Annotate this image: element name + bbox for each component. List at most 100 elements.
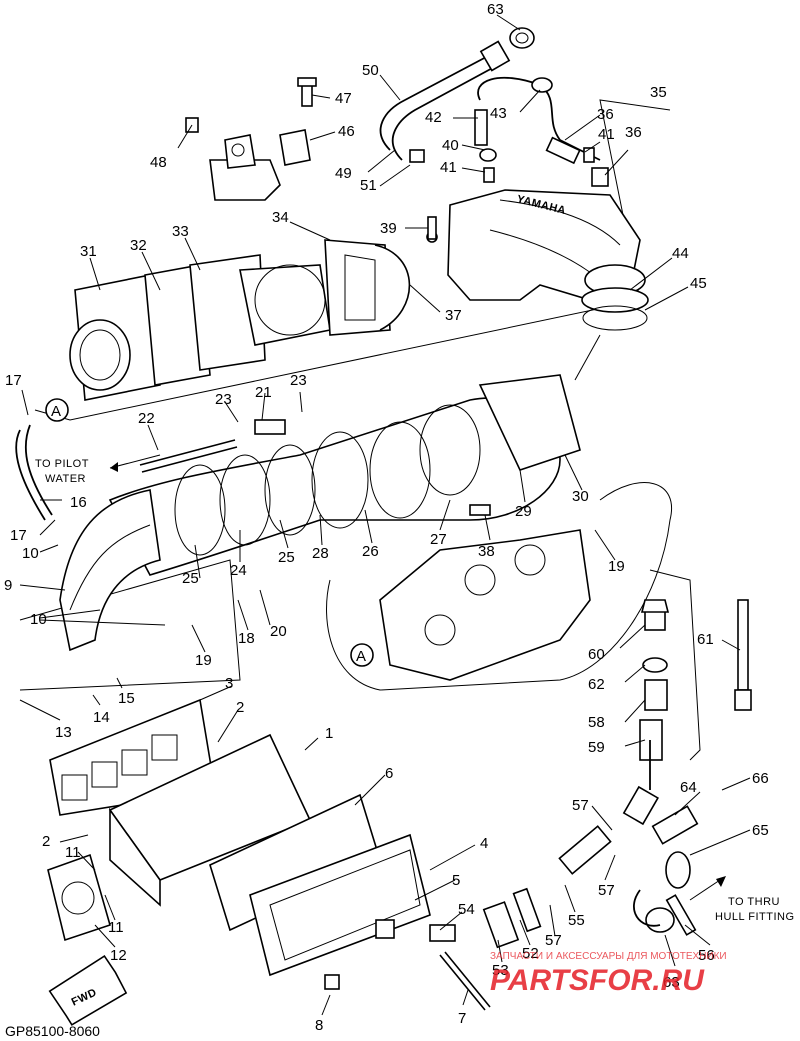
callout-66: 66 [752,770,769,787]
callout-52: 52 [522,945,539,962]
ref-a-upper-label: A [51,403,61,420]
callout-60: 60 [588,646,605,663]
callout-41-right: 41 [598,126,615,143]
callout-31: 31 [80,243,97,260]
upper-assembly [185,27,609,201]
callout-37: 37 [445,307,462,324]
note-to-thru-line1: TO THRU [728,896,780,908]
callout-56: 56 [698,947,715,964]
muffler-pipe [15,374,581,652]
cylinder-head [379,504,591,681]
callout-18: 18 [238,630,255,647]
callout-23-right: 23 [290,372,307,389]
callout-57-upper: 57 [572,797,589,814]
callout-39: 39 [380,220,397,237]
callout-53: 53 [492,962,509,979]
callout-44: 44 [672,245,689,262]
water-lines [324,599,752,1011]
callout-6: 6 [385,765,393,782]
callout-10-upper: 10 [22,545,39,562]
middle-gaskets [69,239,411,401]
callout-15: 15 [118,690,135,707]
callout-25-left: 25 [182,570,199,587]
callout-36-lower: 36 [625,124,642,141]
callout-11-lower: 11 [108,919,124,936]
callout-24: 24 [230,562,247,579]
callout-12: 12 [110,947,127,964]
callout-25-right: 25 [278,549,295,566]
callout-8: 8 [315,1017,323,1034]
callout-16: 16 [70,494,87,511]
callout-62: 62 [588,676,605,693]
callout-28: 28 [312,545,329,562]
callout-17-lower: 17 [10,527,27,544]
callout-21: 21 [255,384,272,401]
callout-58: 58 [588,714,605,731]
callout-48: 48 [150,154,167,171]
callout-47: 47 [335,90,352,107]
callout-19-left: 19 [195,652,212,669]
callout-2-upper: 2 [236,699,244,716]
watermark-tagline: ЗАПЧАСТИ И АКСЕССУАРЫ ДЛЯ МОТОТЕХНИКИ [490,951,727,962]
exhaust-manifold [47,698,431,977]
callout-57-right: 57 [598,882,615,899]
callout-49: 49 [335,165,352,182]
notes: TO PILOT WATER TO THRU HULL FITTING FWD [35,454,795,1026]
callout-45: 45 [690,275,707,292]
callout-19-right: 19 [608,558,625,575]
callout-3: 3 [225,675,233,692]
callout-26: 26 [362,543,379,560]
ref-a-lower [350,643,374,667]
callout-5: 5 [452,872,460,889]
callout-7: 7 [458,1010,466,1027]
callout-33: 33 [172,223,189,240]
ref-a-lower-label: A [356,648,366,665]
exhaust-chamber: YAMAHA [426,189,649,331]
note-to-thru-line2: HULL FITTING [715,911,795,923]
callout-59: 59 [588,739,605,756]
reference-markers: A A [45,398,374,667]
callout-36-upper: 36 [597,106,614,123]
callout-27: 27 [430,531,447,548]
callout-55: 55 [568,912,585,929]
callout-64: 64 [680,779,697,796]
callout-17-upper: 17 [5,372,22,389]
callout-41-left: 41 [440,159,457,176]
callout-14: 14 [93,709,110,726]
callout-63-upper: 63 [487,1,504,18]
callout-35: 35 [650,84,667,101]
callout-2-lower: 2 [42,833,50,850]
callout-57-lower: 57 [545,932,562,949]
callout-20: 20 [270,623,287,640]
callout-51: 51 [360,177,377,194]
callout-43: 43 [490,105,507,122]
callout-9: 9 [4,577,12,594]
callout-61: 61 [697,631,714,648]
diagram-code: GP85100-8060 [5,1023,100,1039]
watermark: ЗАПЧАСТИ И АКСЕССУАРЫ ДЛЯ МОТОТЕХНИКИ PA… [490,951,727,997]
ref-a-upper [45,398,69,422]
callout-42: 42 [425,109,442,126]
note-to-pilot-line1: TO PILOT [35,458,89,470]
callout-23-left: 23 [215,391,232,408]
callout-34: 34 [272,209,289,226]
callout-30: 30 [572,488,589,505]
callout-65: 65 [752,822,769,839]
callout-11-upper: 11 [65,844,81,861]
callout-63-lower: 63 [663,974,680,991]
leader-lines [19,14,751,1016]
callout-38: 38 [478,543,495,560]
callout-22: 22 [138,410,155,427]
callout-29: 29 [515,503,532,520]
callout-40: 40 [442,137,459,154]
callout-1: 1 [325,725,333,742]
callout-4: 4 [480,835,488,852]
callout-13: 13 [55,724,72,741]
note-to-pilot-line2: WATER [45,473,86,485]
callout-50: 50 [362,62,379,79]
watermark-brand: PARTSFOR.RU [490,964,705,997]
callout-32: 32 [130,237,147,254]
callout-10-lower: 10 [30,611,47,628]
callout-46: 46 [338,123,355,140]
